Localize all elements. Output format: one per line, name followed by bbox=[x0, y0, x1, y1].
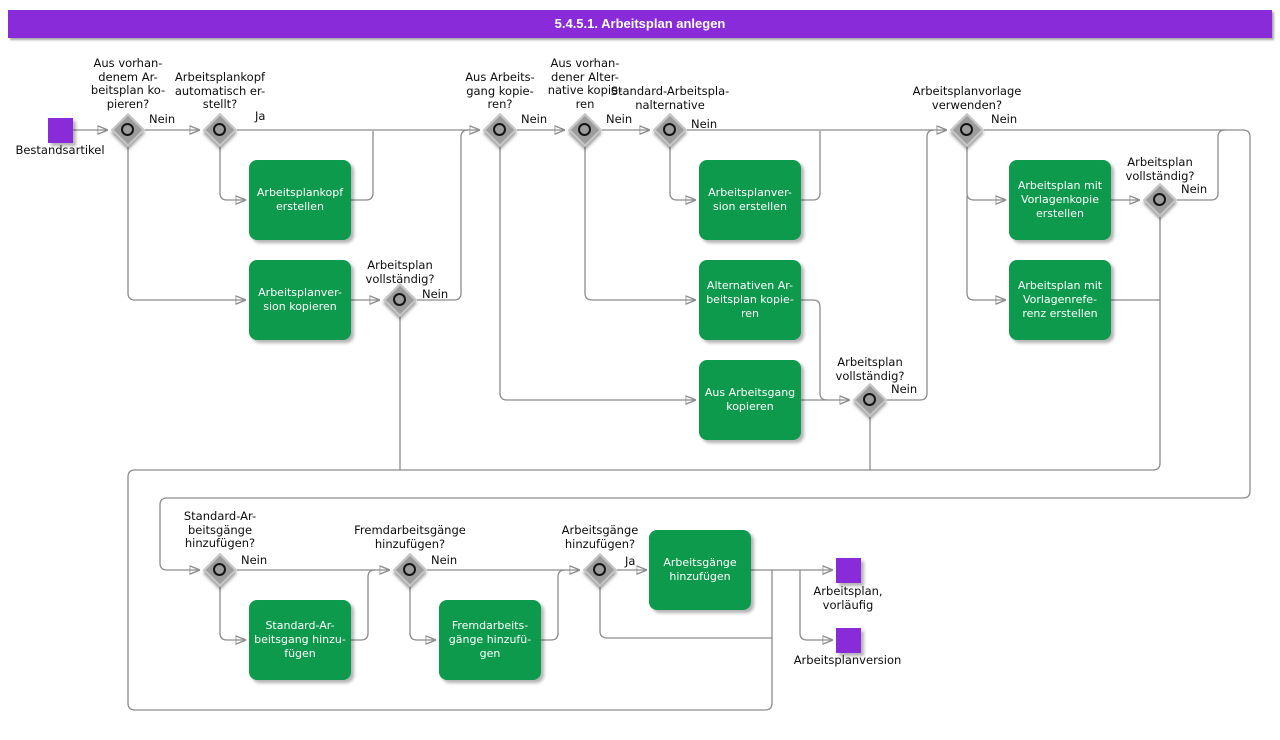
end-event-arbeitsplanversion[interactable] bbox=[836, 628, 861, 653]
gateway-question: Arbeitsplanvorlage verwenden? bbox=[912, 84, 1022, 112]
branch-label: Nein bbox=[691, 117, 718, 131]
gateway-question: Standard-Arbeitspla- nalternative bbox=[610, 84, 730, 112]
task-copy-plan-version[interactable]: Arbeitsplanver- sion kopieren bbox=[249, 260, 351, 340]
gateway-question: Aus vorhan- denem Ar- beitsplan ko- pier… bbox=[90, 56, 166, 111]
gateway-plan-complete-mid[interactable] bbox=[853, 383, 887, 417]
branch-label: Nein bbox=[149, 112, 176, 126]
start-event-bestandsartikel[interactable] bbox=[48, 118, 73, 143]
start-event-label: Bestandsartikel bbox=[15, 143, 105, 157]
edge-g8-down-to-template-ref bbox=[966, 196, 1005, 300]
edge-add-standard-out bbox=[351, 569, 376, 641]
gateway-question: Fremdarbeitsgänge hinzufügen? bbox=[354, 523, 466, 551]
task-copy-alternative-plan[interactable]: Alternativen Ar- beitsplan kopie- ren bbox=[699, 260, 801, 340]
edge-add-external-out bbox=[541, 569, 566, 641]
gateway-add-standard-operations[interactable] bbox=[203, 553, 237, 587]
gateway-plan-complete-left[interactable] bbox=[383, 283, 417, 317]
edge-g9-down-lineA-loop bbox=[127, 217, 1161, 711]
gateway-question: Aus vorhan- dener Alter- native kopie- r… bbox=[547, 56, 623, 111]
task-add-external-operations[interactable]: Fremdarbeits- gänge hinzufü- gen bbox=[439, 600, 541, 680]
branch-label: Nein bbox=[891, 382, 918, 396]
edge-g5-down-to-copy-alt bbox=[584, 147, 695, 300]
edge-g11-down-to-add-external bbox=[409, 587, 435, 640]
branch-label: Nein bbox=[991, 112, 1018, 126]
task-create-plan-with-template-reference[interactable]: Arbeitsplan mit Vorlagenrefe- renz erste… bbox=[1009, 260, 1111, 340]
end-event-preliminary-label: Arbeitsplan, vorläufig bbox=[813, 584, 883, 612]
end-event-version-label: Arbeitsplanversion bbox=[793, 653, 902, 667]
edge-g12-down-right bbox=[599, 587, 772, 639]
edge-g10-down-to-add-standard bbox=[219, 587, 245, 640]
branch-label: Ja bbox=[625, 554, 636, 568]
branch-label: Ja bbox=[255, 109, 266, 123]
gateway-question: Standard-Ar- beitsgänge hinzufügen? bbox=[183, 509, 257, 551]
task-create-plan-with-template-copy[interactable]: Arbeitsplan mit Vorlagenkopie erstellen bbox=[1009, 160, 1111, 240]
gateway-use-plan-template[interactable] bbox=[950, 113, 984, 147]
branch-label: Nein bbox=[606, 112, 633, 126]
branch-label: Nein bbox=[1181, 182, 1208, 196]
gateway-question: Aus Arbeits- gang kopie- ren? bbox=[465, 70, 535, 112]
edge-create-version-out bbox=[801, 131, 821, 201]
gateway-copy-from-alternative[interactable] bbox=[568, 113, 602, 147]
task-create-plan-version[interactable]: Arbeitsplanver- sion erstellen bbox=[699, 160, 801, 240]
task-add-standard-operation[interactable]: Standard-Ar- beitsgang hinzu- fügen bbox=[249, 600, 351, 680]
branch-label: Nein bbox=[521, 112, 548, 126]
edge-g4-down-to-copy-operation bbox=[499, 147, 695, 400]
gateway-question: Arbeitsgänge hinzufügen? bbox=[561, 523, 639, 551]
branch-label: Nein bbox=[431, 553, 458, 567]
edge-to-end-version bbox=[799, 570, 832, 640]
gateway-header-auto-created[interactable] bbox=[203, 113, 237, 147]
edge-copy-alt-out bbox=[801, 299, 828, 401]
gateway-question: Arbeitsplan vollständig? bbox=[365, 258, 435, 286]
branch-label: Nein bbox=[422, 287, 449, 301]
gateway-standard-plan-alternative[interactable] bbox=[653, 113, 687, 147]
edge-g8-nein-loop-to-g10 bbox=[159, 129, 1251, 570]
gateway-copy-from-existing-plan[interactable] bbox=[111, 113, 145, 147]
edge-create-header-out bbox=[351, 131, 374, 201]
edge-g1-down-to-copy-version bbox=[127, 147, 245, 300]
end-event-arbeitsplan-vorlaeufig[interactable] bbox=[836, 558, 861, 583]
gateway-plan-complete-right[interactable] bbox=[1143, 183, 1177, 217]
edge-g3-nein-up bbox=[417, 129, 469, 301]
edge-g9-nein-up bbox=[1177, 129, 1226, 201]
gateway-question: Arbeitsplankopf automatisch er- stellt? bbox=[174, 70, 266, 112]
edge-g2-down-to-create-header bbox=[219, 147, 245, 200]
edge-g8-down-to-template-copy bbox=[966, 147, 1005, 200]
gateway-add-operations[interactable] bbox=[583, 553, 617, 587]
gateway-add-external-operations[interactable] bbox=[393, 553, 427, 587]
gateway-question: Arbeitsplan vollständig? bbox=[1125, 155, 1195, 183]
diagram-title: 5.4.5.1. Arbeitsplan anlegen bbox=[8, 10, 1272, 38]
task-add-operations[interactable]: Arbeitsgänge hinzufügen bbox=[649, 530, 751, 610]
gateway-question: Arbeitsplan vollständig? bbox=[835, 355, 905, 383]
edge-g7-nein-up bbox=[887, 129, 935, 401]
task-copy-from-operation[interactable]: Aus Arbeitsgang kopieren bbox=[699, 360, 801, 440]
task-create-plan-header[interactable]: Arbeitsplankopf erstellen bbox=[249, 160, 351, 240]
edge-g6-down-to-create-version bbox=[669, 147, 695, 200]
gateway-copy-from-operation[interactable] bbox=[483, 113, 517, 147]
branch-label: Nein bbox=[241, 553, 268, 567]
